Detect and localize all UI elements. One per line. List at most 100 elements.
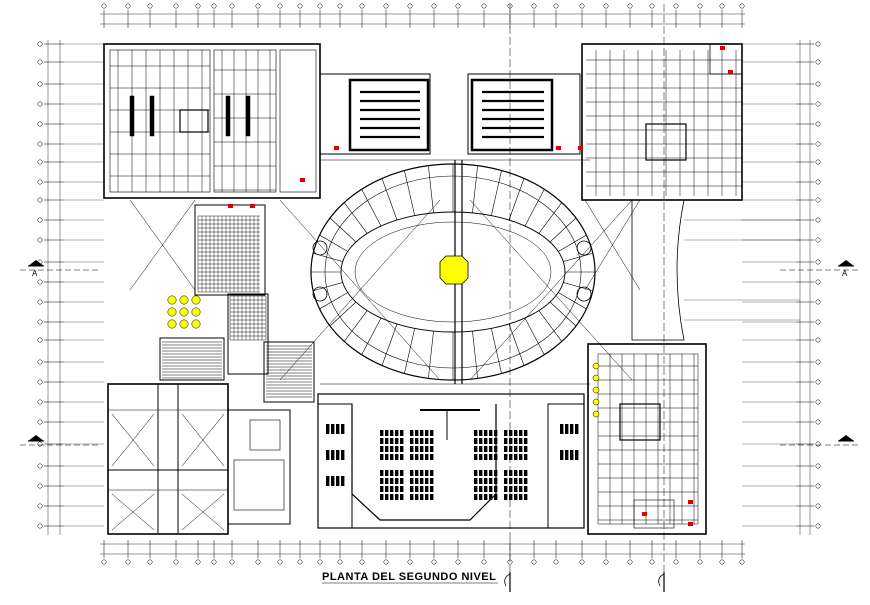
seat [410,438,414,444]
grid-bubble-icon [603,559,609,565]
grid-bubble-icon [277,559,283,565]
auditorium-left [319,73,431,155]
seat [479,454,483,460]
grid-bubble-icon [815,179,821,185]
seat [484,454,488,460]
grid-bubble-icon [649,3,655,9]
grid-bubble-icon [815,399,821,405]
seat [385,438,389,444]
seat [494,446,498,452]
seat [484,446,488,452]
grid-bubble-icon [697,3,703,9]
seat [326,424,330,434]
grid-bubble-icon [37,81,43,87]
seat [425,470,429,476]
block-top-right [581,43,743,201]
seat [415,446,419,452]
seat [479,494,483,500]
grid-bubble-icon [815,299,821,305]
seat [420,478,424,484]
section-cut-marker-icon [838,435,854,441]
seat [430,478,434,484]
grid-bubble-icon [627,559,633,565]
right-wing-facade [631,199,800,341]
grid-bubble-icon [407,3,413,9]
seat [390,470,394,476]
grid-bubble-icon [37,159,43,165]
section-cut-marker-right-lower [780,435,860,446]
planter-icon [191,295,201,305]
seat [565,424,569,434]
grid-bubble-icon [815,259,821,265]
block-bottom-left [107,383,291,535]
seat [509,470,513,476]
seat [425,454,429,460]
equipment-mark [228,204,233,208]
seat [415,430,419,436]
grid-bubble-icon [383,3,389,9]
seat [395,454,399,460]
atrium-partition [329,301,357,327]
side-dimension-ticks [37,41,821,529]
atrium-partition [381,323,398,366]
seat [430,486,434,492]
seat [494,438,498,444]
grid-bubble-icon [815,441,821,447]
equipment-mark [250,204,255,208]
seat [341,476,345,486]
seat [430,430,434,436]
seat [494,478,498,484]
seat [489,470,493,476]
grid-bubble-icon [815,419,821,425]
seat [430,446,434,452]
seat [395,470,399,476]
grid-bubble-icon [125,559,131,565]
seat [415,486,419,492]
grid-bubble-icon [37,279,43,285]
equipment-mark [556,146,561,150]
grid-bubble-icon [719,559,725,565]
grid-bubble-icon [815,337,821,343]
block-left-middle [159,204,315,403]
fixture-icon [592,386,600,394]
seat [479,430,483,436]
seat [415,478,419,484]
seat [390,430,394,436]
atrium-partition [343,310,368,342]
grid-bubble-icon [739,3,745,9]
grid-bubble-icon [37,523,43,529]
atrium-partition [329,217,357,243]
atrium-partition [361,317,382,355]
atrium-partition [404,170,415,216]
grid-bubble-icon [317,3,323,9]
column-icon [312,286,328,302]
seat [420,454,424,460]
seat [385,486,389,492]
seat [420,494,424,500]
atrium-partition [428,331,434,379]
seat [425,446,429,452]
top-dimension-ticks [101,3,745,565]
seat [514,430,518,436]
grid-bubble-icon [531,3,537,9]
atrium-partition [538,310,563,342]
seat [575,424,579,434]
grid-bubble-icon [455,3,461,9]
seat [415,454,419,460]
grid-bubble-icon [673,559,679,565]
seat [524,478,528,484]
seat [524,486,528,492]
grid-bubble-icon [37,337,43,343]
seat [504,470,508,476]
section-cut-marker-icon [28,260,44,266]
seat [484,494,488,500]
seat [474,470,478,476]
seat [509,438,513,444]
seat [380,486,384,492]
grid-bubble-icon [211,559,217,565]
seat [430,454,434,460]
seat [400,470,404,476]
seat [519,438,523,444]
grid-bubble-icon [255,3,261,9]
